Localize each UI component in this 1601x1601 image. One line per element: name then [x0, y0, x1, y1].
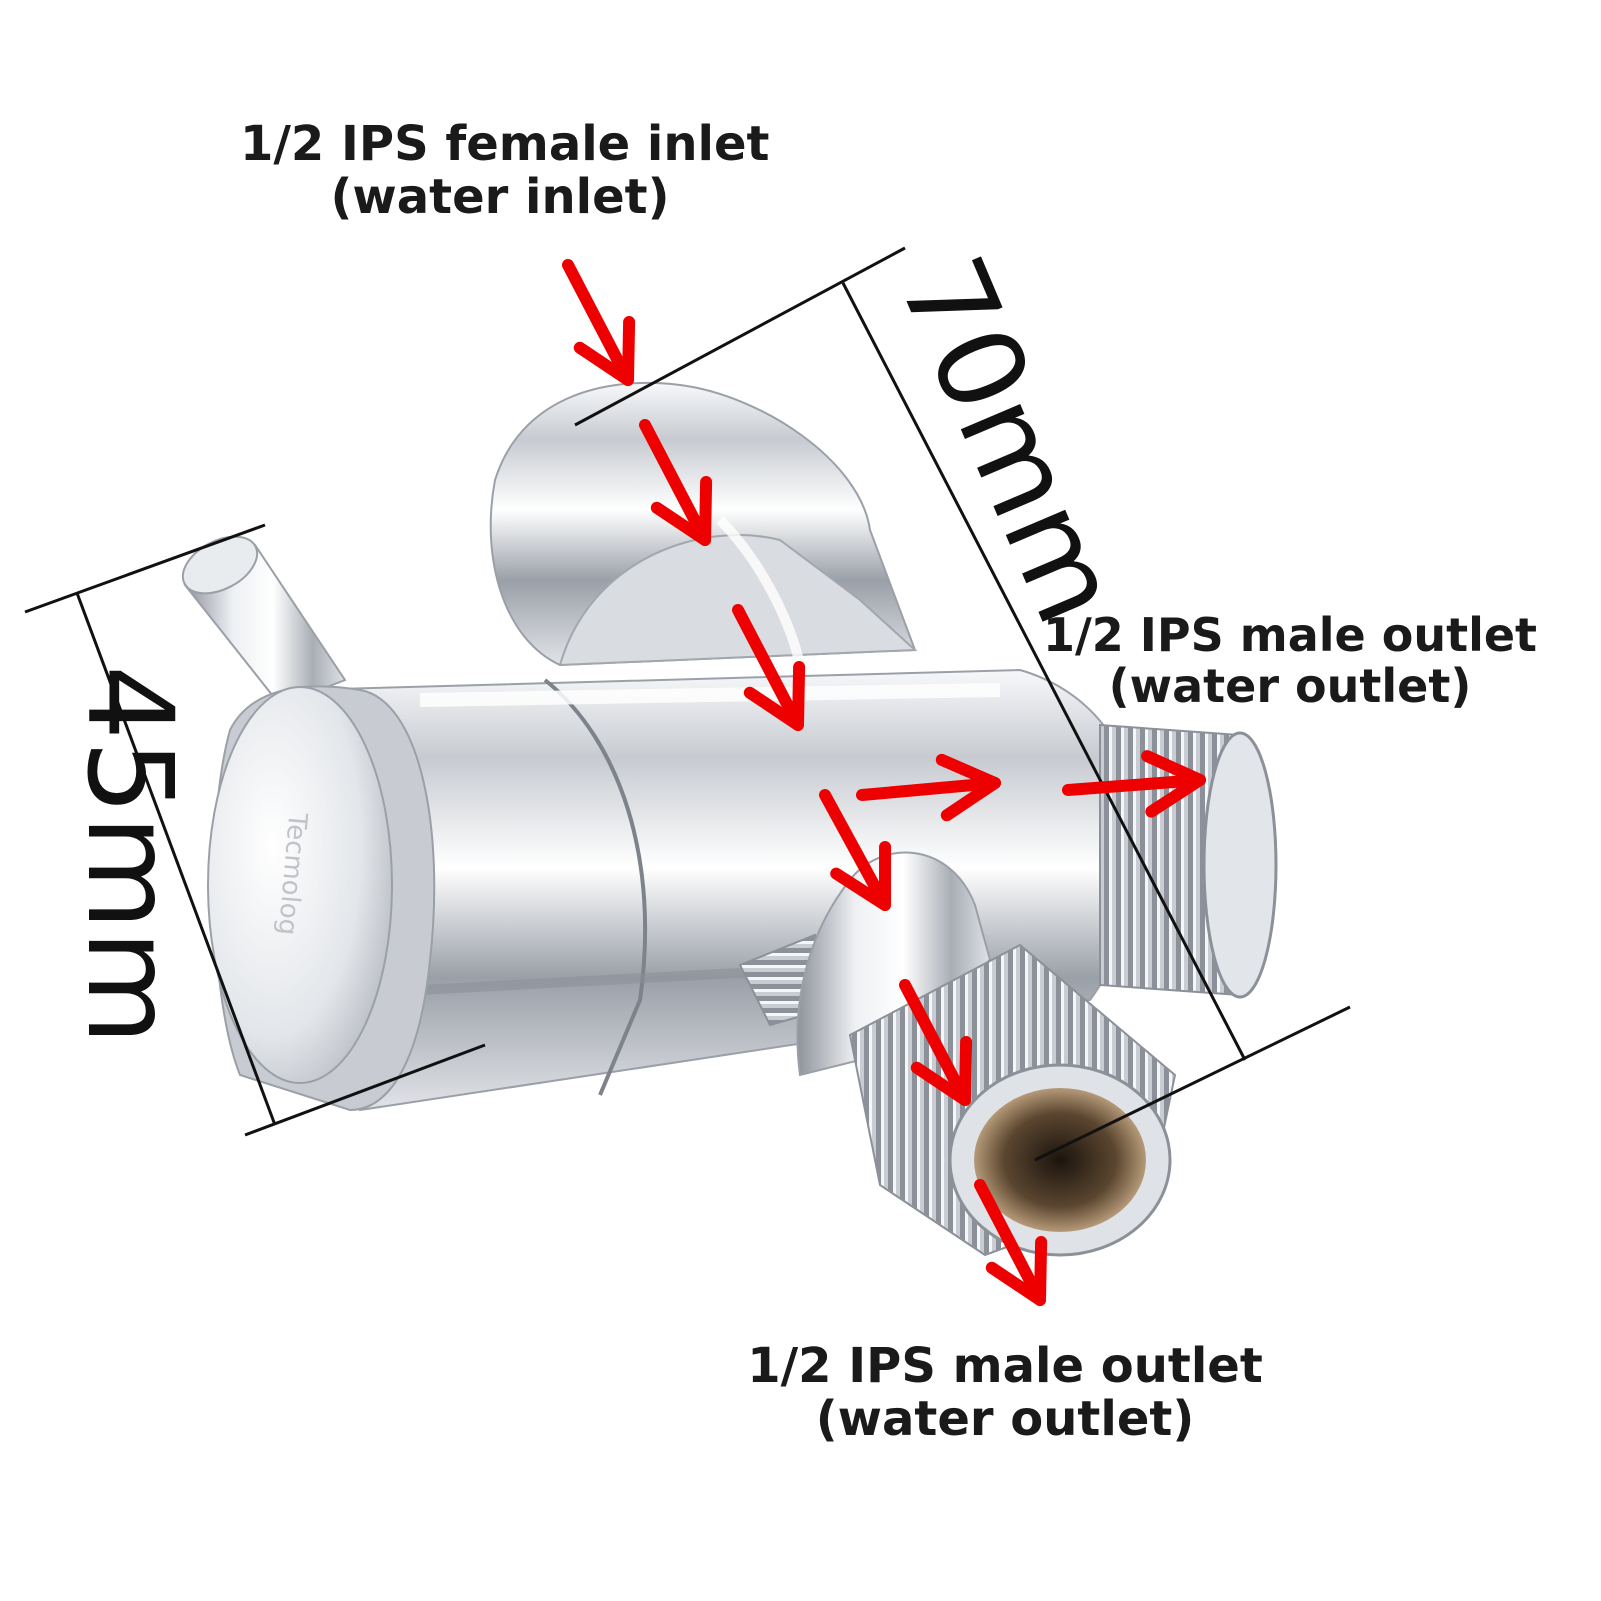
flow-arrow — [639, 419, 713, 546]
inlet-label-line1: 1/2 IPS female inlet — [240, 116, 770, 172]
flow-arrow — [819, 789, 892, 911]
dimension-lines — [24, 246, 1351, 1162]
right-outlet-label-line2: (water outlet) — [1108, 658, 1472, 713]
flow-arrow — [974, 1179, 1048, 1306]
inlet-label-line2: (water inlet) — [330, 168, 670, 225]
height-dimension: 45mm — [61, 664, 199, 1046]
flow-arrow — [899, 979, 973, 1106]
bottom-outlet-label-line2: (water outlet) — [815, 1390, 1195, 1447]
right-outlet-label-line1: 1/2 IPS male outlet — [1042, 608, 1538, 662]
flow-arrow — [1062, 750, 1206, 818]
bottom-outlet-label-line1: 1/2 IPS male outlet — [747, 1338, 1263, 1394]
flow-arrow — [732, 604, 806, 731]
flow-arrow — [562, 259, 636, 386]
end-cap — [207, 685, 436, 1112]
right-outlet-label: 1/2 IPS male outlet (water outlet) — [1020, 610, 1560, 711]
flow-arrow — [856, 753, 1001, 822]
right-outlet — [1099, 723, 1278, 999]
bottom-outlet-label: 1/2 IPS male outlet (water outlet) — [740, 1340, 1270, 1446]
inlet-label: 1/2 IPS female inlet (water inlet) — [240, 116, 770, 225]
